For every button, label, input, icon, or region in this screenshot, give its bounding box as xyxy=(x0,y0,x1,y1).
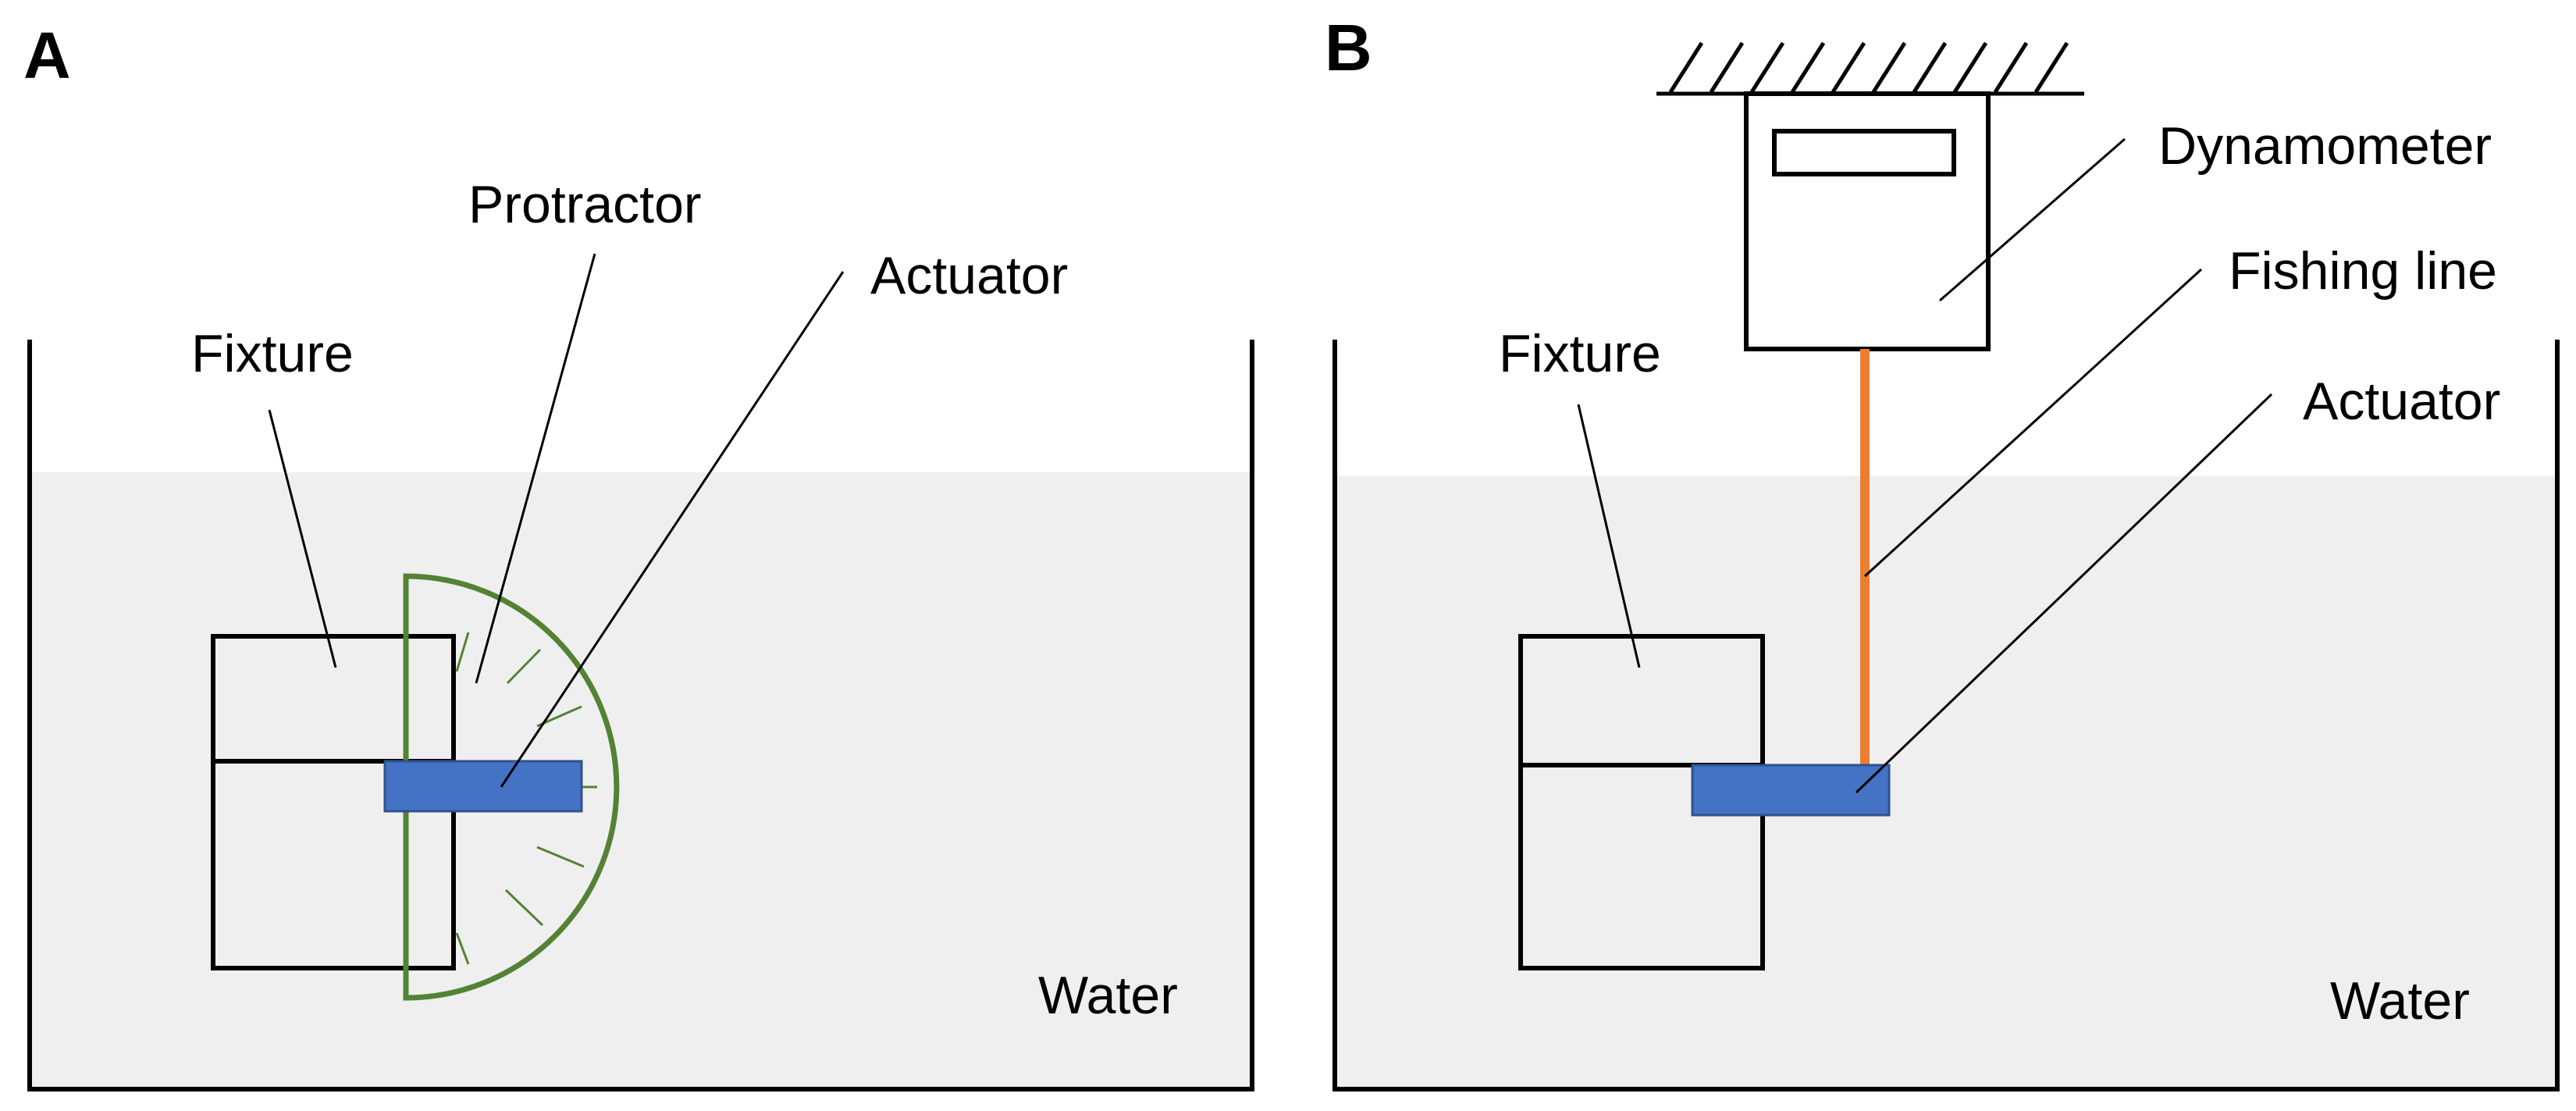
panel-a-water-label: Water xyxy=(1038,966,1178,1025)
panel-b-fishing-line-label: Fishing line xyxy=(2229,241,2497,301)
panel-b-ceiling-mount xyxy=(1656,41,2084,96)
panel-a-actuator-leader xyxy=(500,271,845,788)
panel-b-fishing-line-leader xyxy=(1863,268,2203,578)
panel-b-fixture-leader xyxy=(1577,404,1641,668)
panel-b-fixture-label: Fixture xyxy=(1499,324,1661,383)
panel-a-actuator-label: Actuator xyxy=(870,246,1068,305)
panel-a-label: A xyxy=(23,19,71,92)
panel-b-actuator-label: Actuator xyxy=(2303,372,2500,431)
panel-b-actuator-leader xyxy=(1855,393,2273,794)
panel-a-protractor-label: Protractor xyxy=(468,175,702,234)
panel-a-fixture-leader xyxy=(268,409,337,668)
dynamometer-display xyxy=(1772,129,1956,176)
panel-a-actuator xyxy=(383,760,583,813)
panel-b: B xyxy=(1325,11,2560,1091)
panel-a: A Fixture Protrac xyxy=(23,19,1254,1091)
panel-b-dynamometer-label: Dynamometer xyxy=(2158,116,2492,176)
panel-a-protractor-leader xyxy=(475,253,596,684)
panel-b-water-label: Water xyxy=(2330,971,2470,1031)
panel-b-tank xyxy=(1332,340,2560,1091)
panel-b-dynamometer-leader xyxy=(1939,137,2126,302)
panel-b-actuator xyxy=(1691,764,1891,817)
panel-a-tank xyxy=(27,340,1254,1091)
panel-b-label: B xyxy=(1325,11,1372,84)
panel-b-water xyxy=(1335,476,2557,1089)
panel-a-fixture-label: Fixture xyxy=(191,324,354,383)
